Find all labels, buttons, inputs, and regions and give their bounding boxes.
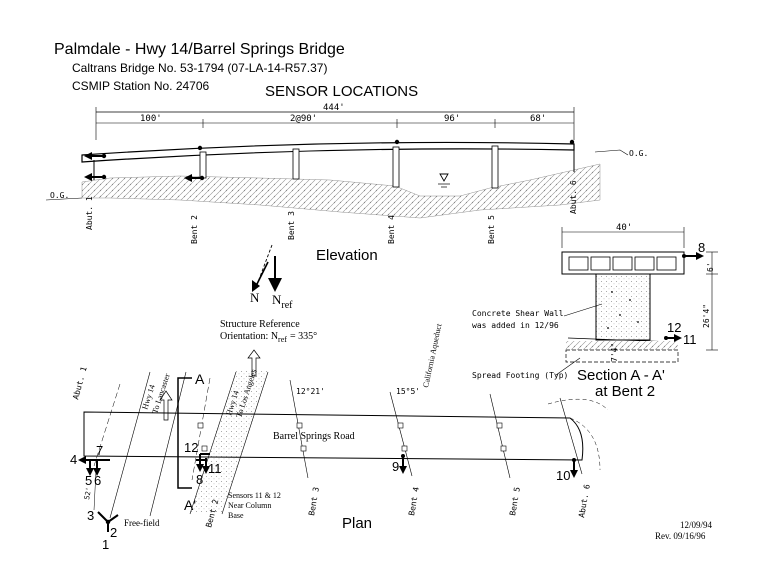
shear-wall-note-2: was added in 12/96 <box>472 321 559 330</box>
plan-sensor-5: 5 <box>85 473 92 488</box>
plan-label-bent5: Bent 5 <box>508 486 522 516</box>
date-revised: Rev. 09/16/96 <box>655 531 706 541</box>
skew-angle-2: 15°5' <box>396 387 420 396</box>
plan-sensor-12: 12 <box>184 440 198 455</box>
plan-label-abut6: Abut. 6 <box>577 483 592 518</box>
elevation-title: Elevation <box>316 247 378 264</box>
section-height-dim: 26'4" <box>702 304 711 328</box>
elev-label-bent4: Bent 4 <box>387 215 396 244</box>
section-width-dim: 40' <box>616 223 632 233</box>
section-view: 40' 7'4" 6' 26'4" 8 12 11 <box>472 223 718 400</box>
skew-angle-1: 12°21' <box>296 387 325 396</box>
og-label-right: O.G. <box>629 149 648 158</box>
og-label-left: O.G. <box>50 191 69 200</box>
elev-label-bent5: Bent 5 <box>487 215 496 244</box>
drawing-title: Palmdale - Hwy 14/Barrel Springs Bridge <box>54 41 345 58</box>
date-original: 12/09/94 <box>680 520 713 530</box>
plan-sensor-1: 1 <box>102 537 109 552</box>
aqueduct-label: California Aqueduct <box>421 322 443 388</box>
span-dim-3: 96' <box>444 114 460 124</box>
bridge-number: Caltrans Bridge No. 53-1794 (07-LA-14-R5… <box>72 61 327 75</box>
offset-dim: 52' <box>83 486 93 500</box>
orientation-line-2: Orientation: Nref= 335° <box>220 331 317 344</box>
sensor-note-2: Near Column <box>228 501 271 510</box>
elev-label-abut6: Abut. 6 <box>569 180 578 214</box>
plan-label-bent3: Bent 3 <box>307 486 321 516</box>
footing-note: Spread Footing (Typ) <box>472 371 568 380</box>
section-sensor-11: 11 <box>683 332 697 347</box>
plan-sensor-11: 11 <box>208 461 222 476</box>
total-span-dim: 444' <box>323 103 345 113</box>
elevation-view: 444' 100' 2@90' 96' 68' O.G. O.G. <box>45 103 648 264</box>
section-title-1: Section A - A' <box>577 367 665 384</box>
hwy-14-median <box>190 370 268 512</box>
free-field-sensors <box>97 511 119 532</box>
span-dim-1: 100' <box>140 114 162 124</box>
span-dim-2: 2@90' <box>290 114 317 124</box>
shear-wall-note-1: Concrete Shear Wall <box>472 309 564 318</box>
sensor-note-1: Sensors 11 & 12 <box>228 491 281 500</box>
section-sensor-8: 8 <box>698 240 705 255</box>
nref-label: Nref <box>272 292 293 311</box>
road-label: Barrel Springs Road <box>273 431 355 442</box>
section-mark-a: A <box>195 371 205 387</box>
sensor-note-3: Base <box>228 511 244 520</box>
elev-label-bent2: Bent 2 <box>190 215 199 244</box>
plan-sensor-7: 7 <box>96 443 103 458</box>
section-depth-dim: 6' <box>706 262 715 272</box>
bridge-deck <box>81 141 575 163</box>
plan-sensor-10: 10 <box>556 468 570 483</box>
plan-title: Plan <box>342 515 372 532</box>
plan-sensor-2: 2 <box>110 525 117 540</box>
spread-footing <box>565 349 679 363</box>
elev-label-bent3: Bent 3 <box>287 211 296 240</box>
station-number: CSMIP Station No. 24706 <box>72 79 210 93</box>
ground-fill <box>81 163 601 219</box>
north-label: N <box>250 290 260 305</box>
plan-sensor-8: 8 <box>196 472 203 487</box>
footing-dim: 7'4" <box>610 343 619 362</box>
plan-view: A A' Barrel Springs Road Hwy 14 To Lanca… <box>70 322 609 552</box>
plan-label-abut1: Abut. 1 <box>71 365 88 400</box>
plan-sensor-4: 4 <box>70 452 77 467</box>
sensor-locations-heading: SENSOR LOCATIONS <box>265 83 418 100</box>
section-title-2: at Bent 2 <box>595 383 655 400</box>
span-dim-4: 68' <box>530 114 546 124</box>
plan-deck <box>83 411 584 461</box>
free-field-label: Free-field <box>124 518 160 528</box>
orientation-line-1: Structure Reference <box>220 319 300 330</box>
plan-sensor-9: 9 <box>392 459 399 474</box>
elev-label-abut1: Abut. 1 <box>85 196 94 230</box>
plan-label-bent4: Bent 4 <box>407 486 421 516</box>
section-mark-a-prime: A' <box>184 497 196 513</box>
shear-wall <box>595 273 651 341</box>
plan-sensor-6: 6 <box>94 473 101 488</box>
plan-sensor-3: 3 <box>87 508 94 523</box>
north-arrow: N Nref Structure Reference Orientation: … <box>220 244 317 344</box>
section-sensor-12: 12 <box>667 320 681 335</box>
